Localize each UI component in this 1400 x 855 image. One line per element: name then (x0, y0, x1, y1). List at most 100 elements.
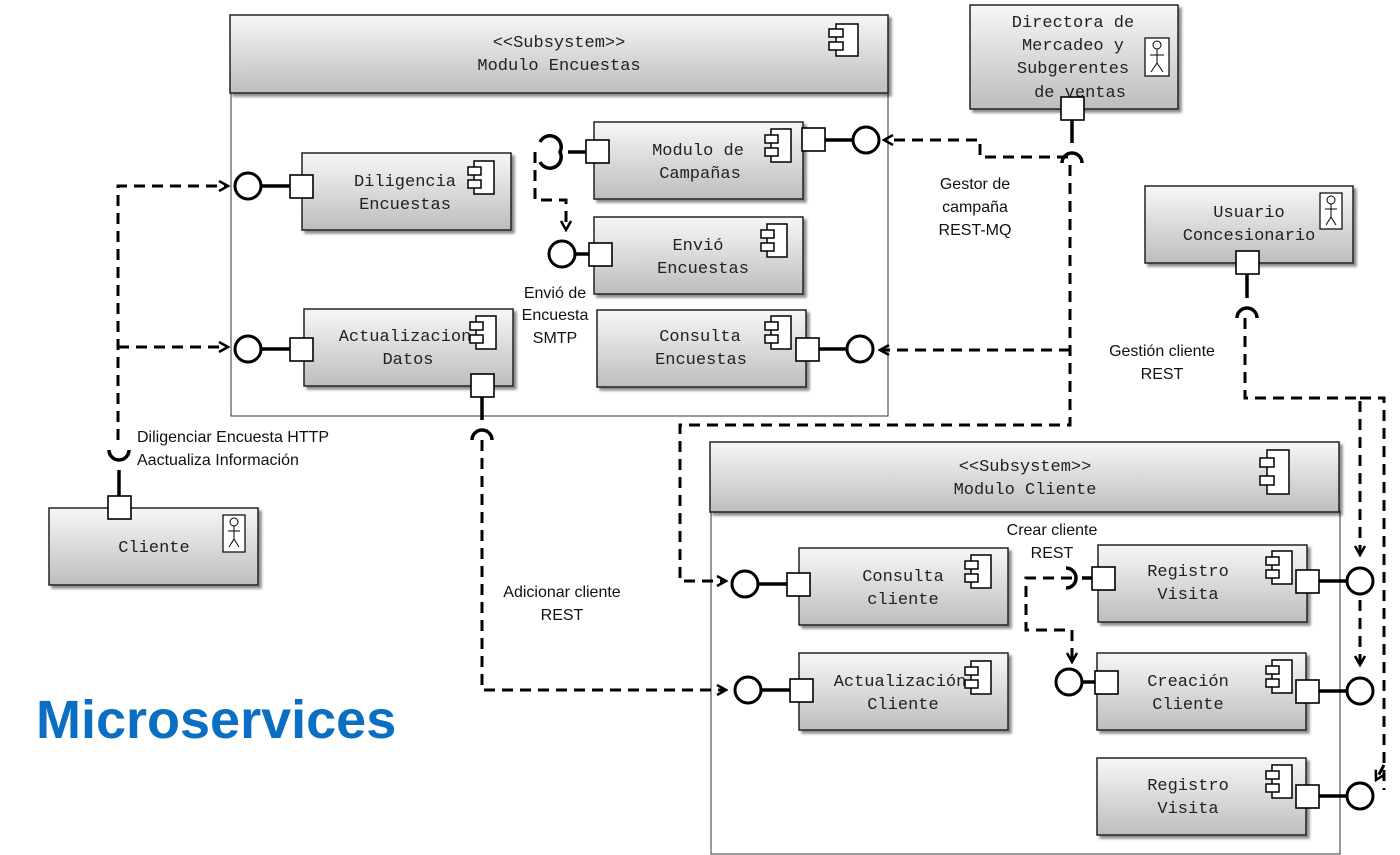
provided-interface (1345, 676, 1375, 706)
interfaces (107, 96, 1375, 811)
dashed-connectors (116, 140, 1386, 790)
actor-label: Cliente (118, 539, 189, 558)
provided-interface (547, 239, 577, 269)
component-actualizacion-datos[interactable]: Actualizacion Datos (303, 308, 514, 387)
component-modulo-campanas[interactable]: Modulo de Campañas (593, 121, 804, 200)
required-interface (1235, 306, 1259, 319)
label-diligenciar: Aactualiza Información (137, 452, 299, 469)
actor-directora[interactable]: Directora de Mercadeo y Subgerentes de v… (969, 4, 1179, 110)
provided-interface (845, 334, 875, 364)
actor-icon (1319, 192, 1343, 230)
component-icon (760, 223, 788, 258)
component-registro-visita-1[interactable]: Registro Visita (1097, 544, 1308, 623)
subsystem-title: Modulo Cliente (954, 481, 1097, 500)
provided-interface (233, 171, 263, 201)
port (107, 495, 132, 520)
component-label: Datos (382, 351, 433, 370)
actor-label: Mercadeo y (1022, 37, 1124, 56)
label-adicionar: Adicionar cliente (503, 584, 621, 601)
component-icon (467, 160, 495, 195)
required-interface (538, 134, 563, 170)
port (588, 242, 613, 267)
label-envio: Envió de (524, 285, 586, 302)
subsystem-title: Modulo Encuestas (477, 57, 640, 76)
component-label: Cliente (1152, 696, 1223, 715)
component-label: Visita (1157, 800, 1218, 819)
component-label: Creación (1147, 673, 1229, 692)
port (289, 174, 314, 199)
label-gestion: Gestión cliente (1109, 343, 1215, 360)
required-interface (1065, 566, 1078, 590)
component-icon (964, 660, 992, 695)
provided-interface (730, 569, 760, 599)
component-label: Actualizacion (339, 328, 472, 347)
component-consulta-encuestas[interactable]: Consulta Encuestas (596, 309, 807, 388)
actor-cliente[interactable]: Cliente (48, 507, 259, 586)
required-interface (1060, 151, 1084, 164)
label-crear: REST (1031, 545, 1074, 562)
actor-label: de ventas (1034, 84, 1126, 103)
provided-interface (233, 334, 263, 364)
component-label: Cliente (867, 696, 938, 715)
component-label: Encuestas (655, 351, 747, 370)
component-label: Modulo de (652, 142, 744, 161)
actor-usuario-concesionario[interactable]: Usuario Concesionario (1144, 185, 1354, 264)
port (801, 127, 826, 152)
component-consulta-cliente[interactable]: Consulta cliente (798, 547, 1009, 626)
provided-interface (1345, 781, 1375, 811)
port (795, 337, 820, 362)
label-gestion: REST (1141, 366, 1184, 383)
component-envio-encuestas[interactable]: Envió Encuestas (593, 216, 804, 295)
component-label: Registro (1147, 777, 1229, 796)
component-label: Actualización (834, 673, 967, 692)
label-adicionar: REST (541, 607, 584, 624)
component-label: Consulta (659, 328, 741, 347)
actor-icon (1144, 37, 1170, 77)
component-label: Campañas (659, 165, 741, 184)
component-label: Visita (1157, 586, 1218, 605)
component-label: Consulta (862, 568, 944, 587)
label-envio: SMTP (533, 330, 577, 347)
component-icon (964, 554, 992, 589)
provided-interface (851, 125, 881, 155)
port (585, 139, 610, 164)
port (786, 572, 811, 597)
component-registro-visita-2[interactable]: Registro Visita (1096, 757, 1307, 836)
component-icon (1265, 764, 1293, 799)
label-gestor: campaña (942, 199, 1008, 216)
label-crear: Crear cliente (1007, 522, 1098, 539)
component-label: cliente (867, 591, 938, 610)
port (1060, 96, 1085, 121)
port (470, 373, 495, 398)
component-label: Registro (1147, 563, 1229, 582)
port (789, 678, 814, 703)
actor-icon (222, 514, 246, 553)
component-label: Envió (672, 237, 723, 256)
required-interface (470, 428, 494, 441)
provided-interface (733, 675, 763, 705)
component-label: Diligencia (354, 173, 456, 192)
component-icon (764, 128, 792, 163)
provided-interface (1345, 566, 1375, 596)
page-title: Microservices (36, 690, 396, 750)
actor-label: Concesionario (1183, 227, 1316, 246)
port (1295, 784, 1320, 809)
component-icon (1259, 449, 1290, 495)
component-diligencia-encuestas[interactable]: Diligencia Encuestas (301, 152, 512, 231)
port (1094, 670, 1119, 695)
provided-interface (1054, 667, 1084, 697)
label-gestor: Gestor de (940, 176, 1010, 193)
component-actualizacion-cliente[interactable]: Actualización Cliente (798, 652, 1009, 731)
subsystem-stereotype: <<Subsystem>> (493, 34, 626, 53)
component-creacion-cliente[interactable]: Creación Cliente (1096, 652, 1307, 731)
label-envio: Encuesta (522, 307, 589, 324)
component-icon (469, 315, 497, 350)
label-gestor: REST-MQ (939, 222, 1012, 239)
component-icon (764, 315, 792, 350)
port (1235, 250, 1260, 275)
port (1295, 679, 1320, 704)
actor-label: Usuario (1213, 204, 1284, 223)
port (1295, 569, 1320, 594)
component-label: Encuestas (657, 260, 749, 279)
